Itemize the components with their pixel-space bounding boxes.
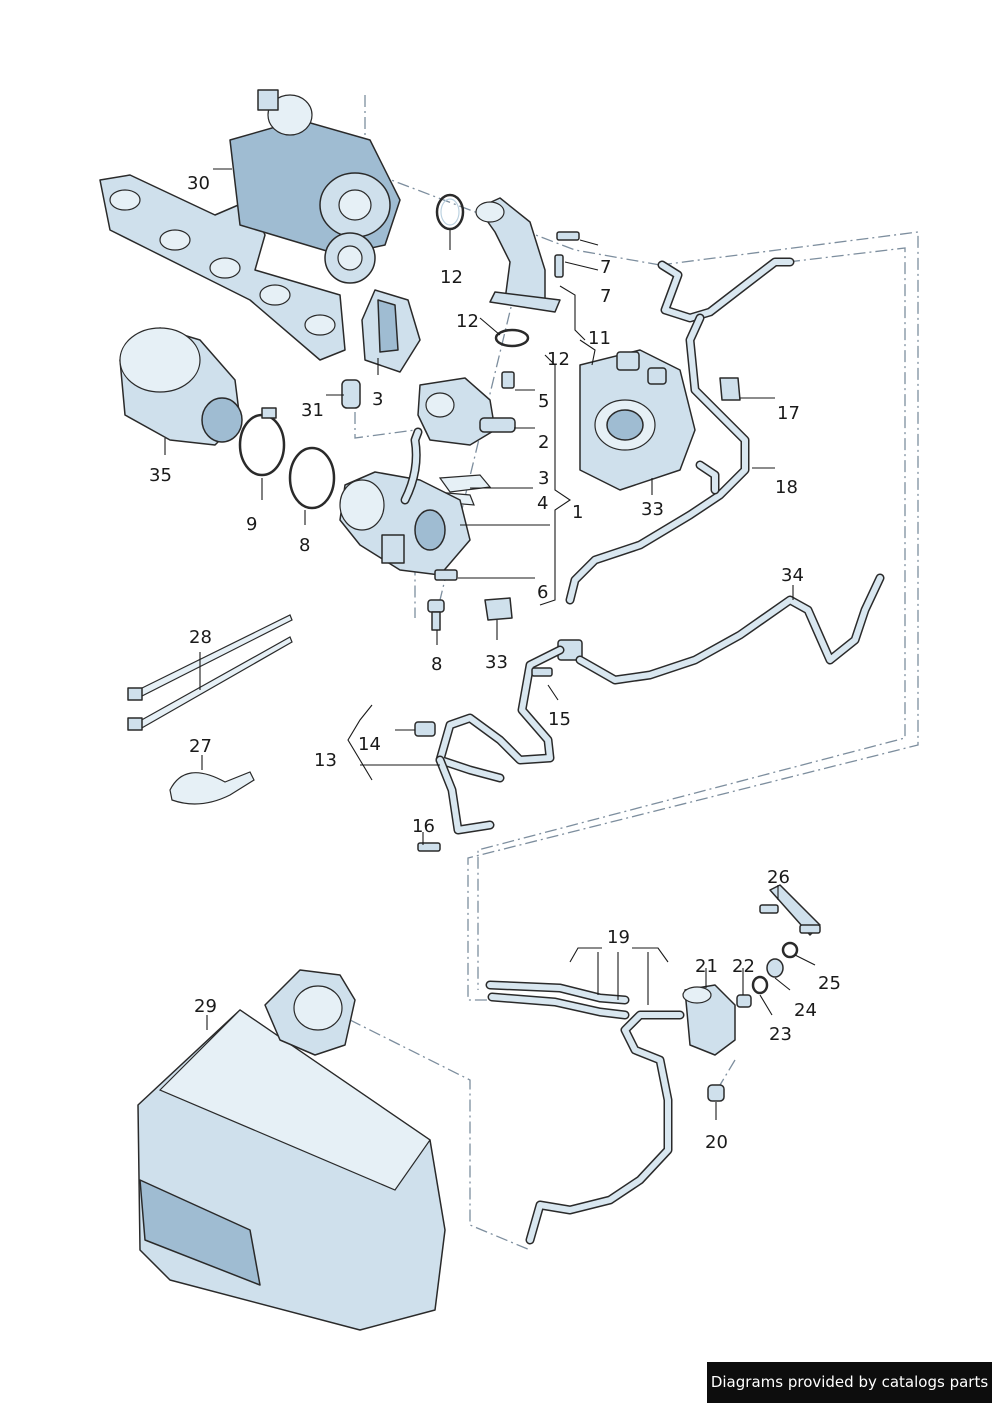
callout-21: 21: [695, 956, 718, 977]
callout-14: 14: [358, 734, 381, 755]
callout-19: 19: [607, 927, 630, 948]
callout-31: 33: [641, 499, 664, 520]
leader-lines: [164, 168, 816, 1120]
bolt-8-icon: [427, 599, 445, 631]
vacuum-hose-lower: [485, 980, 685, 1245]
callout-15: 15: [548, 709, 571, 730]
callout-13: 13: [314, 750, 337, 771]
callout-3b: 3: [538, 468, 549, 489]
callout-3a: 3: [372, 389, 383, 410]
bolt-6-icon: [434, 569, 458, 581]
callout-12a: 12: [440, 267, 463, 288]
clip-17: [719, 377, 741, 401]
grommet-24-icon: [766, 958, 784, 978]
callout-16: 16: [412, 816, 435, 837]
nut-22-icon: [736, 994, 752, 1008]
callout-25: 25: [818, 973, 841, 994]
callout-7a: 7: [600, 257, 611, 278]
callout-29: 29: [194, 996, 217, 1017]
strap-27: [169, 771, 255, 805]
callout-30: 30: [187, 173, 210, 194]
nut-20-icon: [707, 1084, 725, 1102]
callout-27: 27: [189, 736, 212, 757]
callout-24: 24: [794, 1000, 817, 1021]
callout-5: 5: [538, 391, 549, 412]
callout-22: 22: [732, 956, 755, 977]
catalytic-converter: [119, 327, 243, 446]
callout-7b: 7: [600, 286, 611, 307]
bolt-7-icon: [554, 231, 580, 278]
callout-8: 8: [431, 654, 442, 675]
credit-banner: Diagrams provided by catalogs parts: [707, 1362, 992, 1403]
callout-20: 20: [705, 1132, 728, 1153]
clamp-10: [238, 407, 286, 477]
callout-12b: 12: [456, 311, 479, 332]
callout-18: 18: [775, 477, 798, 498]
sensor-bracket: [361, 289, 421, 373]
callout-17: 17: [777, 403, 800, 424]
cable-ties-28: [127, 614, 293, 731]
callout-12c: 12: [547, 349, 570, 370]
washer-25-icon: [781, 941, 799, 959]
washer-23-icon: [751, 975, 769, 995]
sleeve-32: [341, 379, 361, 409]
callout-labels: 30 12 7 7 12 11 12 3 31 5 17 2 35 3 18 4…: [149, 173, 841, 1153]
callout-33: 33: [485, 652, 508, 673]
bolt-16-icon: [417, 842, 441, 852]
callout-1: 1: [572, 502, 583, 523]
gasket-ring-12b: [494, 328, 530, 348]
callout-11: 11: [588, 328, 611, 349]
callout-4: 4: [537, 493, 548, 514]
callout-26: 26: [767, 867, 790, 888]
vacuum-hose-middle: [435, 573, 885, 835]
callout-6: 6: [537, 582, 548, 603]
callout-10: 9: [246, 514, 257, 535]
gasket-ring-9: [288, 446, 336, 510]
callout-34: 34: [781, 565, 804, 586]
assembly-lines: [329, 95, 919, 1251]
bracket-26: [759, 884, 821, 936]
air-filter-housing: [137, 969, 446, 1331]
callout-32: 31: [301, 400, 324, 421]
callout-2: 2: [538, 432, 549, 453]
elbow-pipe: [475, 197, 561, 313]
callout-9: 8: [299, 535, 310, 556]
callout-35: 35: [149, 465, 172, 486]
vacuum-hose-upper: [565, 257, 795, 605]
cylinder-head-cover: [579, 349, 696, 491]
pressure-valve-21: [682, 984, 736, 1056]
egr-valve: [417, 371, 516, 446]
nut-14-icon: [414, 721, 436, 737]
sleeve-33: [484, 597, 513, 621]
callout-23: 23: [769, 1024, 792, 1045]
egr-cooler-assembly: [339, 427, 471, 576]
gasket-ring-12a: [435, 193, 465, 231]
callout-28: 28: [189, 627, 212, 648]
turbocharger-manifold: [99, 89, 401, 361]
